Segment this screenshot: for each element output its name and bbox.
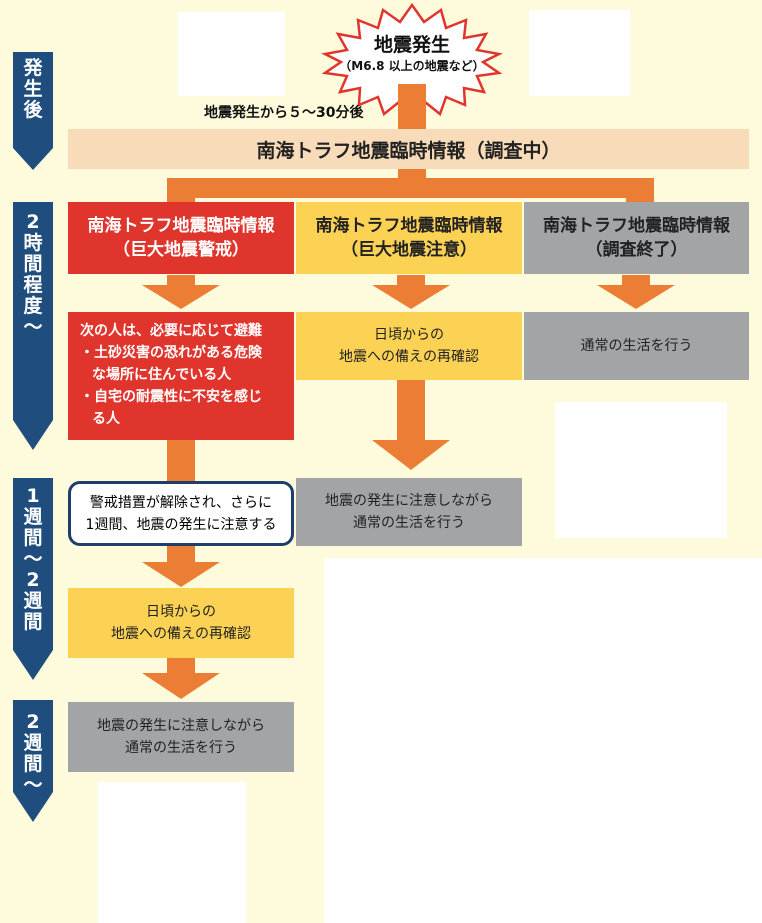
release-note: 警戒措置が解除され、さらに 1週間、地震の発生に注意する [68,481,294,546]
header-subtitle: （調査終了） [585,240,688,260]
down-arrow-icon [372,380,450,470]
phase-char: 生 [23,78,43,100]
phase-char: 週 [23,506,43,528]
phase-marker-2w [13,700,53,822]
phase-char: 週 [23,590,43,612]
earthquake-start: 地震発生 （M6.8 以上の地震など） [330,30,494,78]
warning-lead: 次の人は、必要に応じて避難 [80,323,262,339]
warning-bullet-cont: る人 [92,411,120,427]
header-subtitle: （巨大地震注意） [341,240,477,260]
action-line: 地震への備えの再確認 [339,349,479,365]
final-action: 地震の発生に注意しながら 通常の生活を行う [68,702,294,772]
action-line: 地震の発生に注意しながら [325,493,493,509]
warning-bullet: ・自宅の耐震性に不安を感じ [80,389,262,405]
investigating-label: 南海トラフ地震臨時情報（調査中） [256,139,561,162]
action-line: 通常の生活を行う [125,740,237,756]
action-line: 地震の発生に注意しながら [97,718,265,734]
phase-char: 時 [23,232,43,254]
warning-bullet-cont: な場所に住んでいる人 [92,367,232,383]
phase-char: 度 [23,295,43,317]
action-line: 通常の生活を行う [580,338,693,354]
warning-to-release-connector [167,440,195,482]
phase-char: 1 [26,485,40,507]
start-subtitle: （M6.8 以上の地震など） [339,59,485,73]
phase-char: 間 [23,527,43,549]
phase-char: 程 [23,274,43,296]
phase-char: 間 [23,611,43,633]
time-after-label: 地震発生から５〜30分後 [204,105,364,121]
split-left-drop [167,178,195,202]
ended-action: 通常の生活を行う [524,312,749,380]
investigating-bar: 南海トラフ地震臨時情報（調査中） [68,129,749,169]
week-prepare-action: 日頃からの 地震への備えの再確認 [68,588,294,658]
blank-area [98,782,246,923]
phase-char: 間 [23,753,43,775]
advisory-action: 日頃からの 地震への備えの再確認 [296,312,522,380]
phase-marker-2h [13,202,53,450]
action-line: 日頃からの [146,604,216,620]
down-arrow-icon [597,275,675,309]
ended-header: 南海トラフ地震臨時情報 （調査終了） [524,202,749,274]
warning-bullet: ・土砂災害の恐れがある危険 [80,345,262,361]
blank-area [178,12,285,96]
note-line: 1週間、地震の発生に注意する [85,516,277,533]
action-line: 地震への備えの再確認 [111,626,251,642]
phase-char: 2 [26,711,40,733]
warning-header: 南海トラフ地震臨時情報 （巨大地震警戒） [68,202,294,274]
blank-area [324,558,762,923]
header-subtitle: （巨大地震警戒） [113,240,249,260]
phase-char: 間 [23,253,43,275]
header-title: 南海トラフ地震臨時情報 [87,216,275,236]
blank-area [555,402,727,538]
header-title: 南海トラフ地震臨時情報 [315,216,503,236]
advisory-header: 南海トラフ地震臨時情報 （巨大地震注意） [296,202,522,274]
split-right-drop [626,178,654,202]
down-arrow-icon [142,546,220,587]
phase-char: 2 [26,211,40,233]
phase-marker-after [13,52,53,170]
down-arrow-icon [372,275,450,309]
phase-marker-1w-2w [13,478,53,680]
warning-action: 次の人は、必要に応じて避難 ・土砂災害の恐れがある危険 な場所に住んでいる人 ・… [68,312,294,440]
header-title: 南海トラフ地震臨時情報 [543,216,730,236]
down-arrow-icon [142,658,220,699]
phase-char: 〜 [23,548,43,570]
split-bar [167,178,654,198]
phase-char: 〜 [23,774,43,796]
note-line: 警戒措置が解除され、さらに [89,494,273,511]
phase-char: 後 [23,99,43,121]
action-line: 通常の生活を行う [353,515,465,531]
phase-char: 〜 [23,316,43,338]
trunk-connector [398,84,426,130]
advisory-week-action: 地震の発生に注意しながら 通常の生活を行う [296,478,522,546]
blank-area [529,10,630,96]
down-arrow-icon [142,275,220,309]
phase-char: 発 [23,57,43,79]
action-line: 日頃からの [374,327,444,343]
start-title: 地震発生 [373,34,450,56]
phase-char: 週 [23,732,43,754]
phase-char: 2 [26,569,40,591]
